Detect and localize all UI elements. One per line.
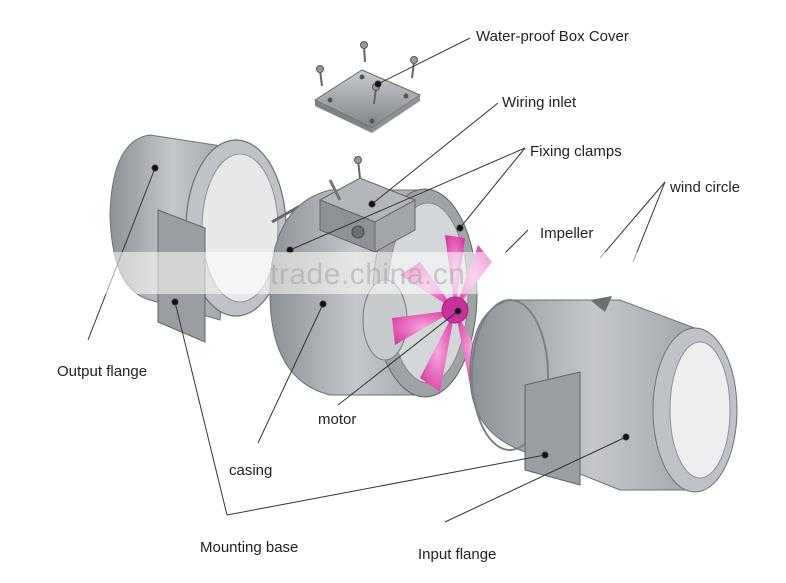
junction-box-side <box>374 199 416 253</box>
label-motor: motor <box>318 411 357 428</box>
leader-dot <box>374 80 382 88</box>
box-cover-part <box>313 41 422 133</box>
leader-line <box>459 147 526 229</box>
wind-circle-ring <box>471 299 549 451</box>
label-casing: casing <box>229 462 273 479</box>
label-impeller: Impeller <box>540 225 594 242</box>
bolt <box>271 204 301 224</box>
box-cover-hole <box>403 93 409 99</box>
input-flange-mount <box>524 371 581 486</box>
box-cover-hole <box>359 74 365 80</box>
label-input-flange: Input flange <box>418 546 497 563</box>
label-wiring-inlet: Wiring inlet <box>502 94 577 111</box>
impeller-blade <box>392 310 455 345</box>
leader-line <box>504 229 529 254</box>
label-wind-circle: wind circle <box>670 179 741 196</box>
leader-line <box>257 303 324 444</box>
leader-dot <box>368 200 376 208</box>
leader-line <box>599 181 666 259</box>
screw-head <box>360 41 368 49</box>
label-mounting-base: Mounting base <box>200 539 299 556</box>
box-cover-edge-2 <box>372 95 420 133</box>
label-output-flange: Output flange <box>57 363 148 380</box>
box-cover-hole <box>369 118 375 124</box>
leader-line <box>174 301 228 516</box>
leader-dot <box>456 224 464 232</box>
leader-dot <box>541 451 549 459</box>
screw-head <box>410 56 418 64</box>
leader-dot <box>454 307 462 315</box>
screw <box>411 61 415 79</box>
leader-line <box>377 37 471 85</box>
input-flange-opening <box>669 341 731 479</box>
leader-line <box>289 147 526 251</box>
leader-line <box>444 436 627 523</box>
leader-line <box>371 102 499 205</box>
box-cover-hole <box>327 97 333 103</box>
wiring-inlet-hole <box>351 225 365 239</box>
leader-line <box>337 310 459 406</box>
clamp-bar <box>328 179 342 201</box>
leader-dot <box>171 298 179 306</box>
leader-line <box>226 454 546 516</box>
leader-line <box>632 181 666 263</box>
label-fixing-clamps: Fixing clamps <box>530 143 622 160</box>
leader-dot <box>622 433 630 441</box>
leader-dot <box>319 300 327 308</box>
wind-circle-marker <box>590 296 612 312</box>
screw-head <box>354 156 362 164</box>
watermark-text: trade.china.cn <box>270 258 466 291</box>
input-flange-part <box>469 296 738 493</box>
box-cover-edge <box>315 100 372 133</box>
label-box-cover: Water-proof Box Cover <box>476 28 629 45</box>
leader-dot <box>151 164 159 172</box>
screw-head <box>316 65 324 73</box>
impeller-blade <box>420 310 455 392</box>
watermark-band <box>0 252 786 294</box>
leader-lines <box>87 37 666 523</box>
